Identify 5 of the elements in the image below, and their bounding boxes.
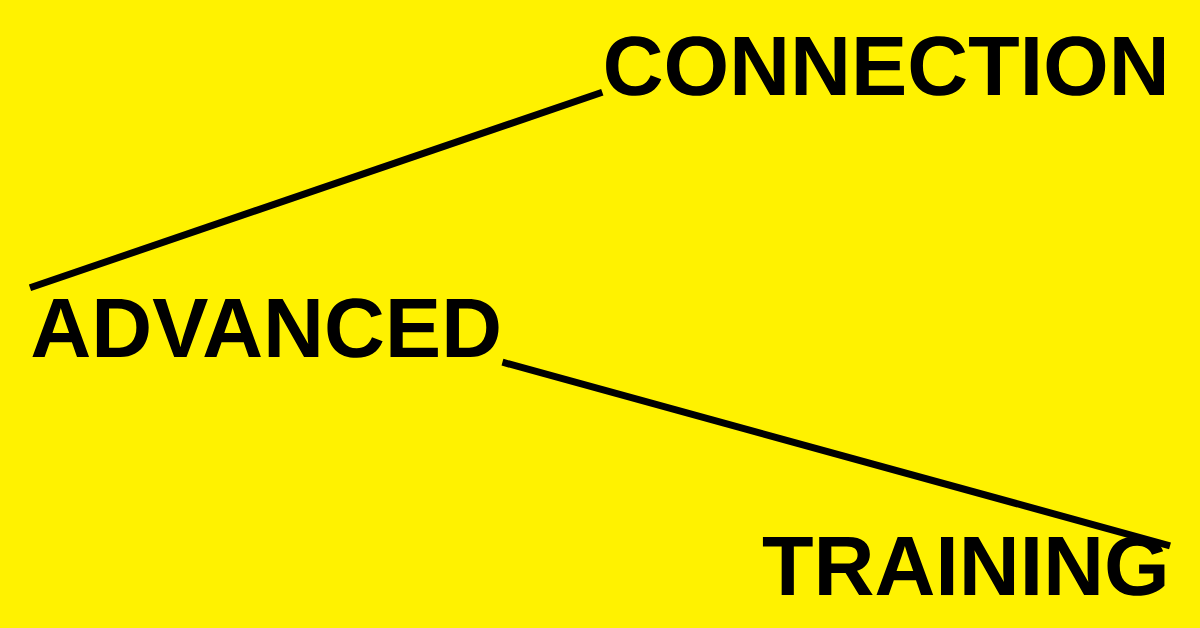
word-label: ADVANCED <box>32 298 499 358</box>
word-label: CONNECTION <box>606 36 1164 96</box>
word-label: TRAINING <box>762 536 1165 596</box>
connector-line <box>28 88 604 292</box>
connector-line <box>501 358 1171 550</box>
